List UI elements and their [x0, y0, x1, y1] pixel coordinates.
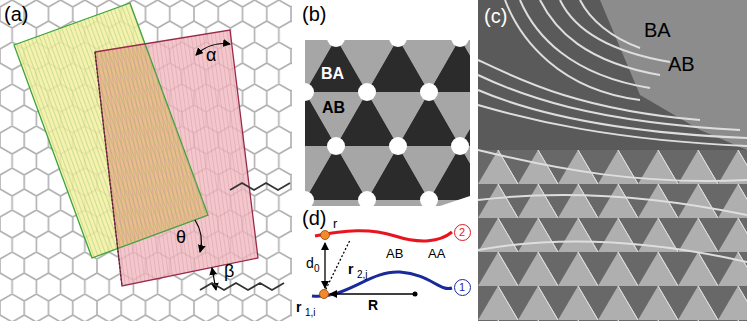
r-vector	[324, 240, 350, 293]
layer-2-curve	[315, 231, 452, 241]
stacking-label: BA	[644, 20, 671, 40]
panel-label: (c)	[484, 6, 507, 26]
d0-arrow	[324, 243, 325, 288]
subscript: 0	[314, 264, 320, 274]
tem-image	[478, 0, 747, 321]
layer-circle: 1	[454, 279, 471, 296]
pink-outline	[95, 30, 258, 286]
panel-label: (b)	[302, 4, 326, 24]
atom-dot	[321, 231, 330, 240]
subscript: 1,i	[305, 308, 316, 318]
vector-label: r	[296, 300, 301, 314]
layer-number: 2	[459, 227, 465, 238]
panel-label: (d)	[302, 208, 326, 228]
angle-label: θ	[176, 228, 186, 246]
zigzag-edge	[200, 283, 284, 290]
vector-label: r	[348, 262, 353, 276]
vector-label: d	[306, 256, 314, 270]
stacking-label: AA	[428, 247, 445, 260]
vector-label: R	[368, 298, 378, 312]
moire-triangles	[305, 40, 470, 206]
panel-label: (a)	[4, 4, 28, 24]
tem-triangles	[478, 150, 747, 321]
layer-number: 1	[459, 282, 465, 293]
layer-1-curve	[312, 272, 452, 296]
pink-layer	[95, 30, 258, 286]
dotted-edge	[95, 52, 122, 286]
stacking-label: AB	[386, 247, 403, 260]
layer-circle: 2	[454, 224, 471, 241]
theta-arc	[195, 220, 201, 252]
stacking-label: AB	[322, 100, 345, 116]
atom-dot	[320, 290, 329, 299]
subscript: 2,j	[357, 270, 368, 280]
R-origin	[413, 292, 418, 297]
stacking-label: AB	[668, 54, 695, 74]
angle-label: α	[206, 46, 216, 64]
R-arrow	[330, 293, 415, 294]
graphene-lattice	[0, 0, 292, 321]
tem-stripes	[478, 0, 747, 262]
angle-label: β	[224, 262, 234, 280]
stacking-label: BA	[321, 66, 344, 82]
beta-arc	[212, 268, 216, 290]
vector-label: r	[333, 217, 337, 230]
zigzag-edge	[230, 183, 290, 190]
